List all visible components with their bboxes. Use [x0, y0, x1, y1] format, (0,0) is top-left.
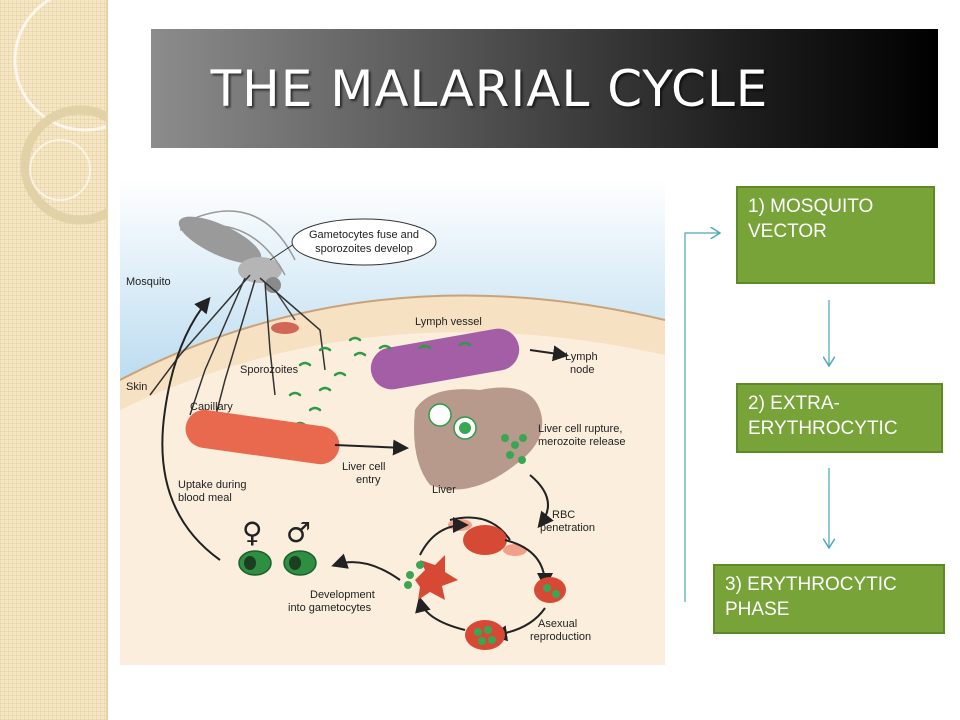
lymph-vessel-label: Lymph vessel	[415, 316, 482, 328]
liver-entry-label-1: Liver cell	[342, 461, 385, 473]
asexual-label-2: reproduction	[530, 631, 591, 643]
gametocytes-callout	[291, 218, 437, 266]
lymph-vessel	[370, 328, 520, 390]
uptake-label-2: blood meal	[178, 492, 232, 504]
skin-label: Skin	[126, 381, 147, 393]
step-label-1: 1) MOSQUITO VECTOR	[748, 196, 874, 242]
title-bar: THE MALARIAL CYCLE	[151, 29, 938, 148]
sporozoites-group	[288, 336, 472, 427]
lymph-node-label-2: node	[570, 364, 594, 376]
malaria-cycle-diagram: Gametocytes fuse and sporozoites develop…	[120, 180, 665, 665]
liver-rupture-label-2: merozoite release	[538, 436, 625, 448]
capillary-label: Capillary	[190, 401, 233, 413]
asexual-label-1: Asexual	[538, 618, 577, 630]
step-box-erythrocytic-phase: 3) ERYTHROCYTIC PHASE	[713, 564, 945, 634]
rbc-penetration	[463, 525, 507, 555]
rbc-schizont	[465, 620, 505, 650]
liver-rupture-label-1: Liver cell rupture,	[538, 423, 622, 435]
sporozoites-label: Sporozoites	[240, 364, 299, 376]
loop-connector	[684, 233, 720, 602]
rbc-label-1: RBC	[552, 509, 575, 521]
lymph-node-label-1: Lymph	[565, 351, 598, 363]
male-symbol: ♂	[286, 516, 311, 549]
gametocytes-fuse-label-1: Gametocytes fuse and	[309, 229, 419, 241]
uptake-label-1: Uptake during	[178, 479, 247, 491]
decorative-circles	[13, 0, 106, 225]
decorative-left-strip	[0, 0, 108, 720]
rbc-ruptured	[415, 555, 458, 600]
capillary-vessel	[185, 409, 340, 465]
rbc-label-2: penetration	[540, 522, 595, 534]
liver-entry-label-2: entry	[356, 474, 381, 486]
bite-spot	[271, 322, 299, 334]
liver-label: Liver	[432, 484, 456, 496]
step-label-2: 2) EXTRA-ERYTHROCYTIC	[748, 393, 898, 439]
step-label-3: 3) ERYTHROCYTIC PHASE	[725, 574, 897, 620]
step-box-extra-erythrocytic: 2) EXTRA-ERYTHROCYTIC	[736, 383, 943, 453]
gametocytes-fuse-label-2: sporozoites develop	[315, 243, 413, 255]
merozoites-release	[501, 434, 527, 464]
step-box-mosquito-vector: 1) MOSQUITO VECTOR	[736, 186, 935, 284]
mosquito-icon	[149, 210, 326, 431]
development-label-2: into gametocytes	[288, 602, 372, 614]
development-label-1: Development	[310, 589, 375, 601]
female-symbol: ♀	[242, 516, 263, 549]
mosquito-label: Mosquito	[126, 276, 171, 288]
page-title: THE MALARIAL CYCLE	[210, 59, 769, 118]
skin-line	[120, 294, 665, 381]
